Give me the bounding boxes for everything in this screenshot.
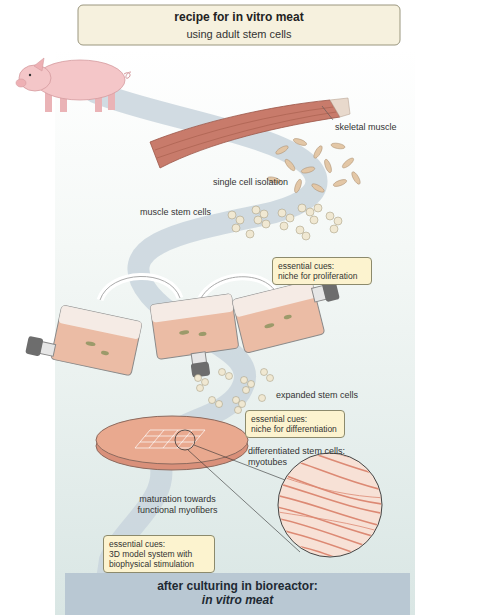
cue-box: essential cues:niche for differentiation (245, 410, 345, 438)
title-box (78, 5, 400, 45)
node-heading: after culturing in bioreactor: (69, 579, 406, 593)
result-band: after culturing in bioreactor:in vitro m… (65, 573, 410, 615)
node-text: niche for differentiation (251, 424, 339, 434)
cell-label: expanded stem cells (276, 390, 376, 401)
subtitle: using adult stem cells (78, 28, 400, 41)
cell-label: differentiated stem cells: myotubes (248, 446, 368, 468)
background (55, 50, 415, 615)
part-label: skeletal muscle (335, 122, 435, 133)
node-heading: essential cues: (251, 414, 339, 424)
node-text: 3D model system with biophysical stimula… (109, 549, 209, 569)
expanded-stem-cells (195, 369, 274, 414)
step-label: single cell isolation (213, 177, 323, 188)
skeletal-muscle (150, 98, 350, 168)
myotube-zoom (270, 446, 392, 570)
pig (16, 58, 131, 112)
cue-box: essential cues:3D model system with biop… (103, 535, 215, 573)
node-text: in vitro meat (69, 593, 406, 607)
node-text: niche for proliferation (278, 271, 366, 281)
node-heading: essential cues: (278, 261, 366, 271)
muscle-stem-cells (228, 204, 342, 240)
culture-flasks (25, 275, 347, 383)
node-heading: essential cues: (109, 539, 209, 549)
step-label: maturation towards functional myofibers (125, 494, 230, 516)
diagram-title: recipe for in vitro meat (78, 10, 400, 24)
cell-label: muscle stem cells (140, 207, 240, 218)
cue-box: essential cues:niche for proliferation (272, 257, 372, 285)
